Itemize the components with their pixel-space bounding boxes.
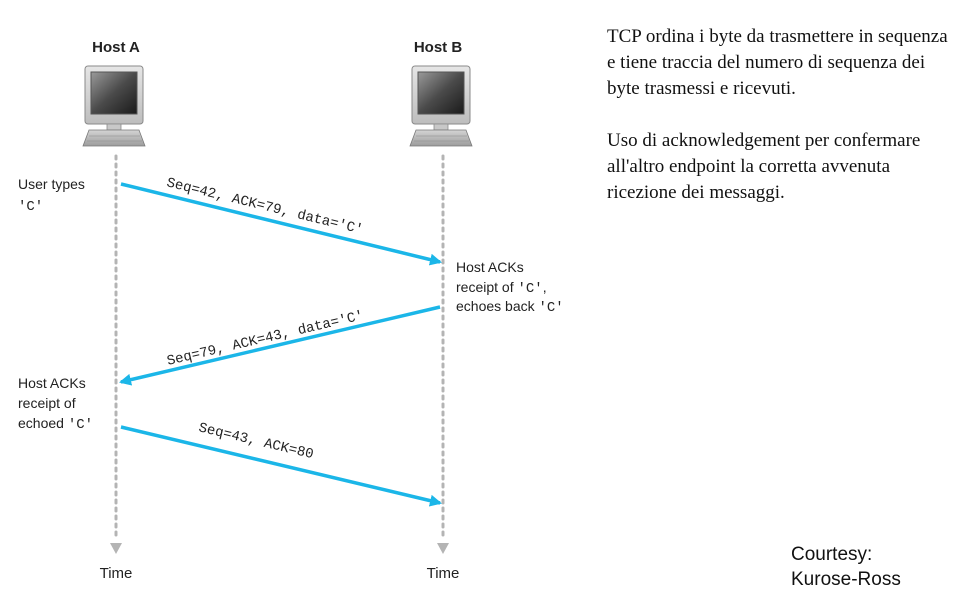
host-b-title: Host B bbox=[414, 39, 463, 56]
explanation-paragraph-2: Uso di acknowledgement per confermare al… bbox=[607, 130, 921, 203]
event-line: echoes back 'C' bbox=[456, 298, 564, 316]
time-label-host-a: Time bbox=[100, 565, 133, 582]
credit-line-1: Courtesy: bbox=[791, 544, 873, 565]
event-line: receipt of bbox=[18, 395, 76, 411]
host-a-title: Host A bbox=[92, 39, 140, 56]
tcp-sequence-diagram: Host A Host B Time Time bbox=[18, 39, 564, 582]
message-arrow-2 bbox=[119, 305, 441, 386]
event-host-a-acks: Host ACKs receipt of echoed 'C' bbox=[18, 375, 93, 433]
message-label-3: Seq=43, ACK=80 bbox=[197, 420, 315, 463]
event-line: Host ACKs bbox=[456, 259, 524, 275]
explanation-text: TCP ordina i byte da trasmettere in sequ… bbox=[607, 24, 952, 232]
event-line: receipt of 'C', bbox=[456, 279, 547, 297]
event-user-types: User types 'C' bbox=[18, 176, 85, 215]
timeline-host-a-arrowhead bbox=[110, 543, 122, 554]
computer-icon-host-a bbox=[82, 65, 146, 147]
message-label-2: Seq=79, ACK=43, data='C' bbox=[165, 308, 365, 370]
timeline-host-b-arrowhead bbox=[437, 543, 449, 554]
time-label-host-b: Time bbox=[427, 565, 460, 582]
event-line: 'C' bbox=[18, 199, 43, 215]
message-arrow-1 bbox=[120, 182, 442, 266]
event-line: User types bbox=[18, 176, 85, 192]
computer-icon-host-b bbox=[409, 65, 473, 147]
message-arrow-3 bbox=[120, 425, 442, 507]
event-line: Host ACKs bbox=[18, 375, 86, 391]
message-label-1: Seq=42, ACK=79, data='C' bbox=[165, 175, 365, 238]
credit-line-2: Kurose-Ross bbox=[791, 569, 901, 590]
event-host-b-acks: Host ACKs receipt of 'C', echoes back 'C… bbox=[456, 259, 564, 316]
explanation-paragraph-1: TCP ordina i byte da trasmettere in sequ… bbox=[607, 26, 948, 99]
event-line: echoed 'C' bbox=[18, 415, 93, 433]
credit: Courtesy: Kurose-Ross bbox=[791, 542, 901, 592]
